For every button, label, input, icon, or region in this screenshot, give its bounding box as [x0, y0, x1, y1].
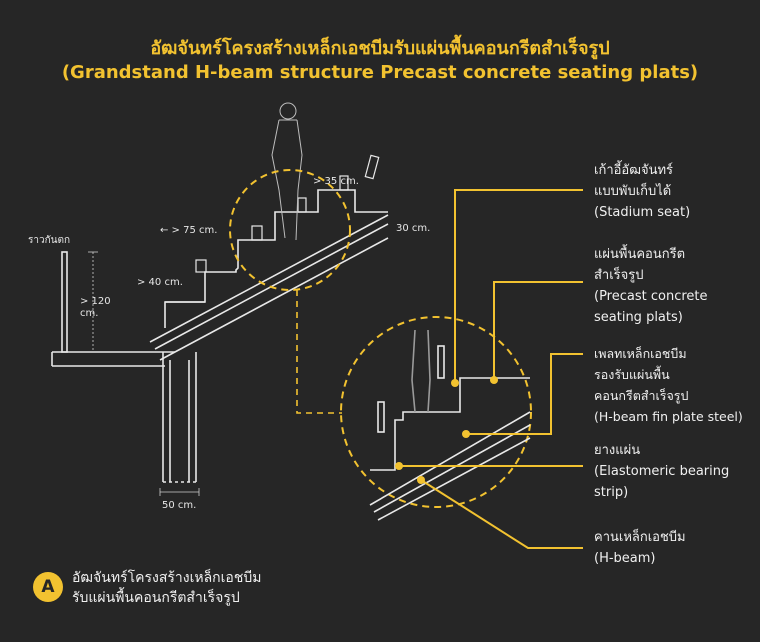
- column-width-label: 50 cm.: [162, 500, 197, 511]
- callout-h-beam: คานเหล็กเอชบีม (H-beam): [594, 530, 686, 566]
- column-dim: [159, 488, 200, 496]
- figure-caption: อัฒจันทร์โครงสร้างเหล็กเอชบีม รับแผ่นพื้…: [72, 570, 262, 606]
- title-english: (Grandstand H-beam structure Precast con…: [61, 62, 699, 83]
- stadium-seats: [195, 154, 380, 273]
- title-thai: อัฒจันทร์โครงสร้างเหล็กเอชบีมรับแผ่นพื้น…: [150, 38, 610, 59]
- enlarged-detail: [369, 329, 531, 521]
- section-badge: A: [33, 572, 63, 602]
- callout-fin-plate: เพลทเหล็กเอชบีม รองรับแผ่นพื้น คอนกรีตสำ…: [594, 346, 743, 424]
- step-depth-label: ← > 75 cm.: [160, 225, 218, 236]
- slab-label: 30 cm.: [396, 223, 431, 234]
- step-rise-label: > 40 cm.: [137, 277, 183, 288]
- landing-slab: [51, 251, 175, 367]
- precast-steps: [164, 189, 388, 328]
- railing-label: ราวกันตก: [28, 235, 71, 246]
- callout-dots: [395, 376, 498, 484]
- seat-clear-label: > 35 cm.: [313, 176, 359, 187]
- callout-precast-slab: แผ่นพื้นคอนกรีต สำเร็จรูป (Precast concr…: [594, 247, 708, 325]
- detail-leader: [296, 290, 342, 414]
- railing-height-label: > 120 cm.: [80, 296, 111, 319]
- steel-column: [162, 352, 197, 483]
- callout-leaders: [399, 189, 583, 549]
- detail-circle-large: [340, 316, 532, 508]
- h-beam-main: [149, 214, 389, 361]
- railing-dim: [88, 251, 98, 350]
- callout-bearing-strip: ยางแผ่น (Elastomeric bearing strip): [594, 443, 730, 500]
- callout-stadium-seat: เก้าอี้อัฒจันทร์ แบบพับเก็บได้ (Stadium …: [594, 163, 691, 220]
- detail-circle-small: [229, 169, 351, 291]
